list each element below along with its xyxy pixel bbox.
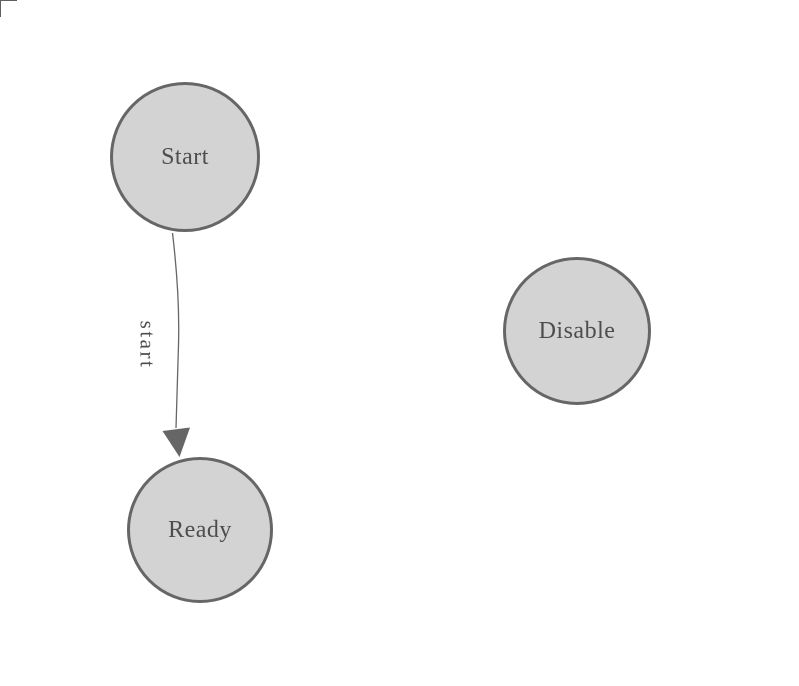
state-node-ready[interactable]: Ready [127,457,273,603]
state-node-ready-label: Ready [168,516,232,543]
state-node-disable[interactable]: Disable [503,257,651,405]
state-node-start-label: Start [161,143,209,170]
arrowhead-icon [162,427,190,457]
transition-start-to-ready[interactable] [171,232,180,429]
state-node-start[interactable]: Start [110,82,260,232]
canvas-corner-mark [0,0,17,17]
state-node-disable-label: Disable [538,317,616,344]
transition-label-start[interactable]: start [135,320,160,370]
